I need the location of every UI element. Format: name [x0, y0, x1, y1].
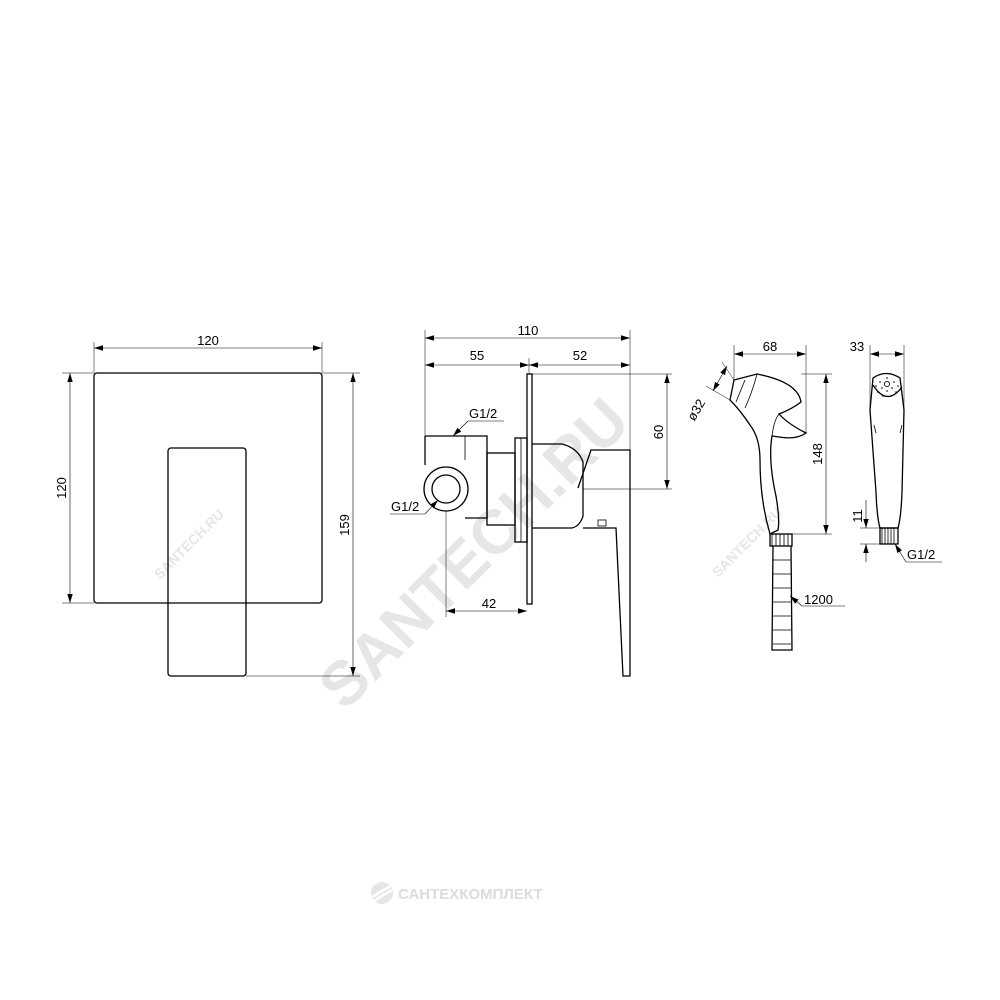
watermark-small-left: SANTECH.RU: [151, 506, 227, 582]
dim-connector-height: 11: [850, 509, 865, 523]
watermark-small-right: SANTECH.RU: [709, 504, 785, 580]
shower-spray-face: [872, 384, 903, 398]
shower-head-side: [729, 373, 808, 535]
shower-head-front: [869, 372, 905, 529]
inlet-fitting-outer: [423, 466, 469, 512]
front-view: 120 120 159: [54, 333, 360, 677]
dim-side-depth-front: 52: [573, 348, 587, 363]
shower-hose: [771, 545, 793, 651]
brand-watermark: САНТЕХКОМПЛЕКТ: [398, 886, 543, 903]
side-view: 110 55 52 60 42 G1/2 G1/2: [390, 323, 672, 677]
inlet-fitting-inner: [431, 474, 461, 504]
dim-connector-thread: G1/2: [907, 547, 935, 562]
brand-logo-icon: [371, 882, 393, 904]
shower-connector-front: [879, 527, 899, 545]
dim-sprayer-diameter: ø32: [684, 396, 708, 423]
dim-front-width: 120: [197, 333, 219, 348]
dim-thread-top: G1/2: [469, 406, 497, 421]
shower-front-view: 33 11 G1/2: [850, 339, 942, 563]
dim-sprayer-height: 148: [810, 443, 825, 465]
spray-nozzles-icon: [875, 377, 899, 397]
shower-connector-side: [769, 533, 793, 547]
cover-plate-front: [93, 372, 323, 604]
dim-sprayer-width: 33: [850, 339, 864, 354]
dim-thread-left: G1/2: [391, 499, 419, 514]
dim-front-total-height: 159: [337, 514, 352, 536]
shower-side-view: 68 148 ø32 1200: [684, 339, 845, 651]
dim-hose-length: 1200: [804, 592, 833, 607]
dim-front-height: 120: [54, 477, 69, 499]
dim-side-inlet-offset: 42: [482, 596, 496, 611]
dim-sprayer-length: 68: [763, 339, 777, 354]
dim-side-total-depth: 110: [518, 323, 539, 338]
dim-side-height: 60: [651, 425, 666, 439]
lever-front: [167, 447, 247, 677]
dim-side-depth-rear: 55: [470, 348, 484, 363]
